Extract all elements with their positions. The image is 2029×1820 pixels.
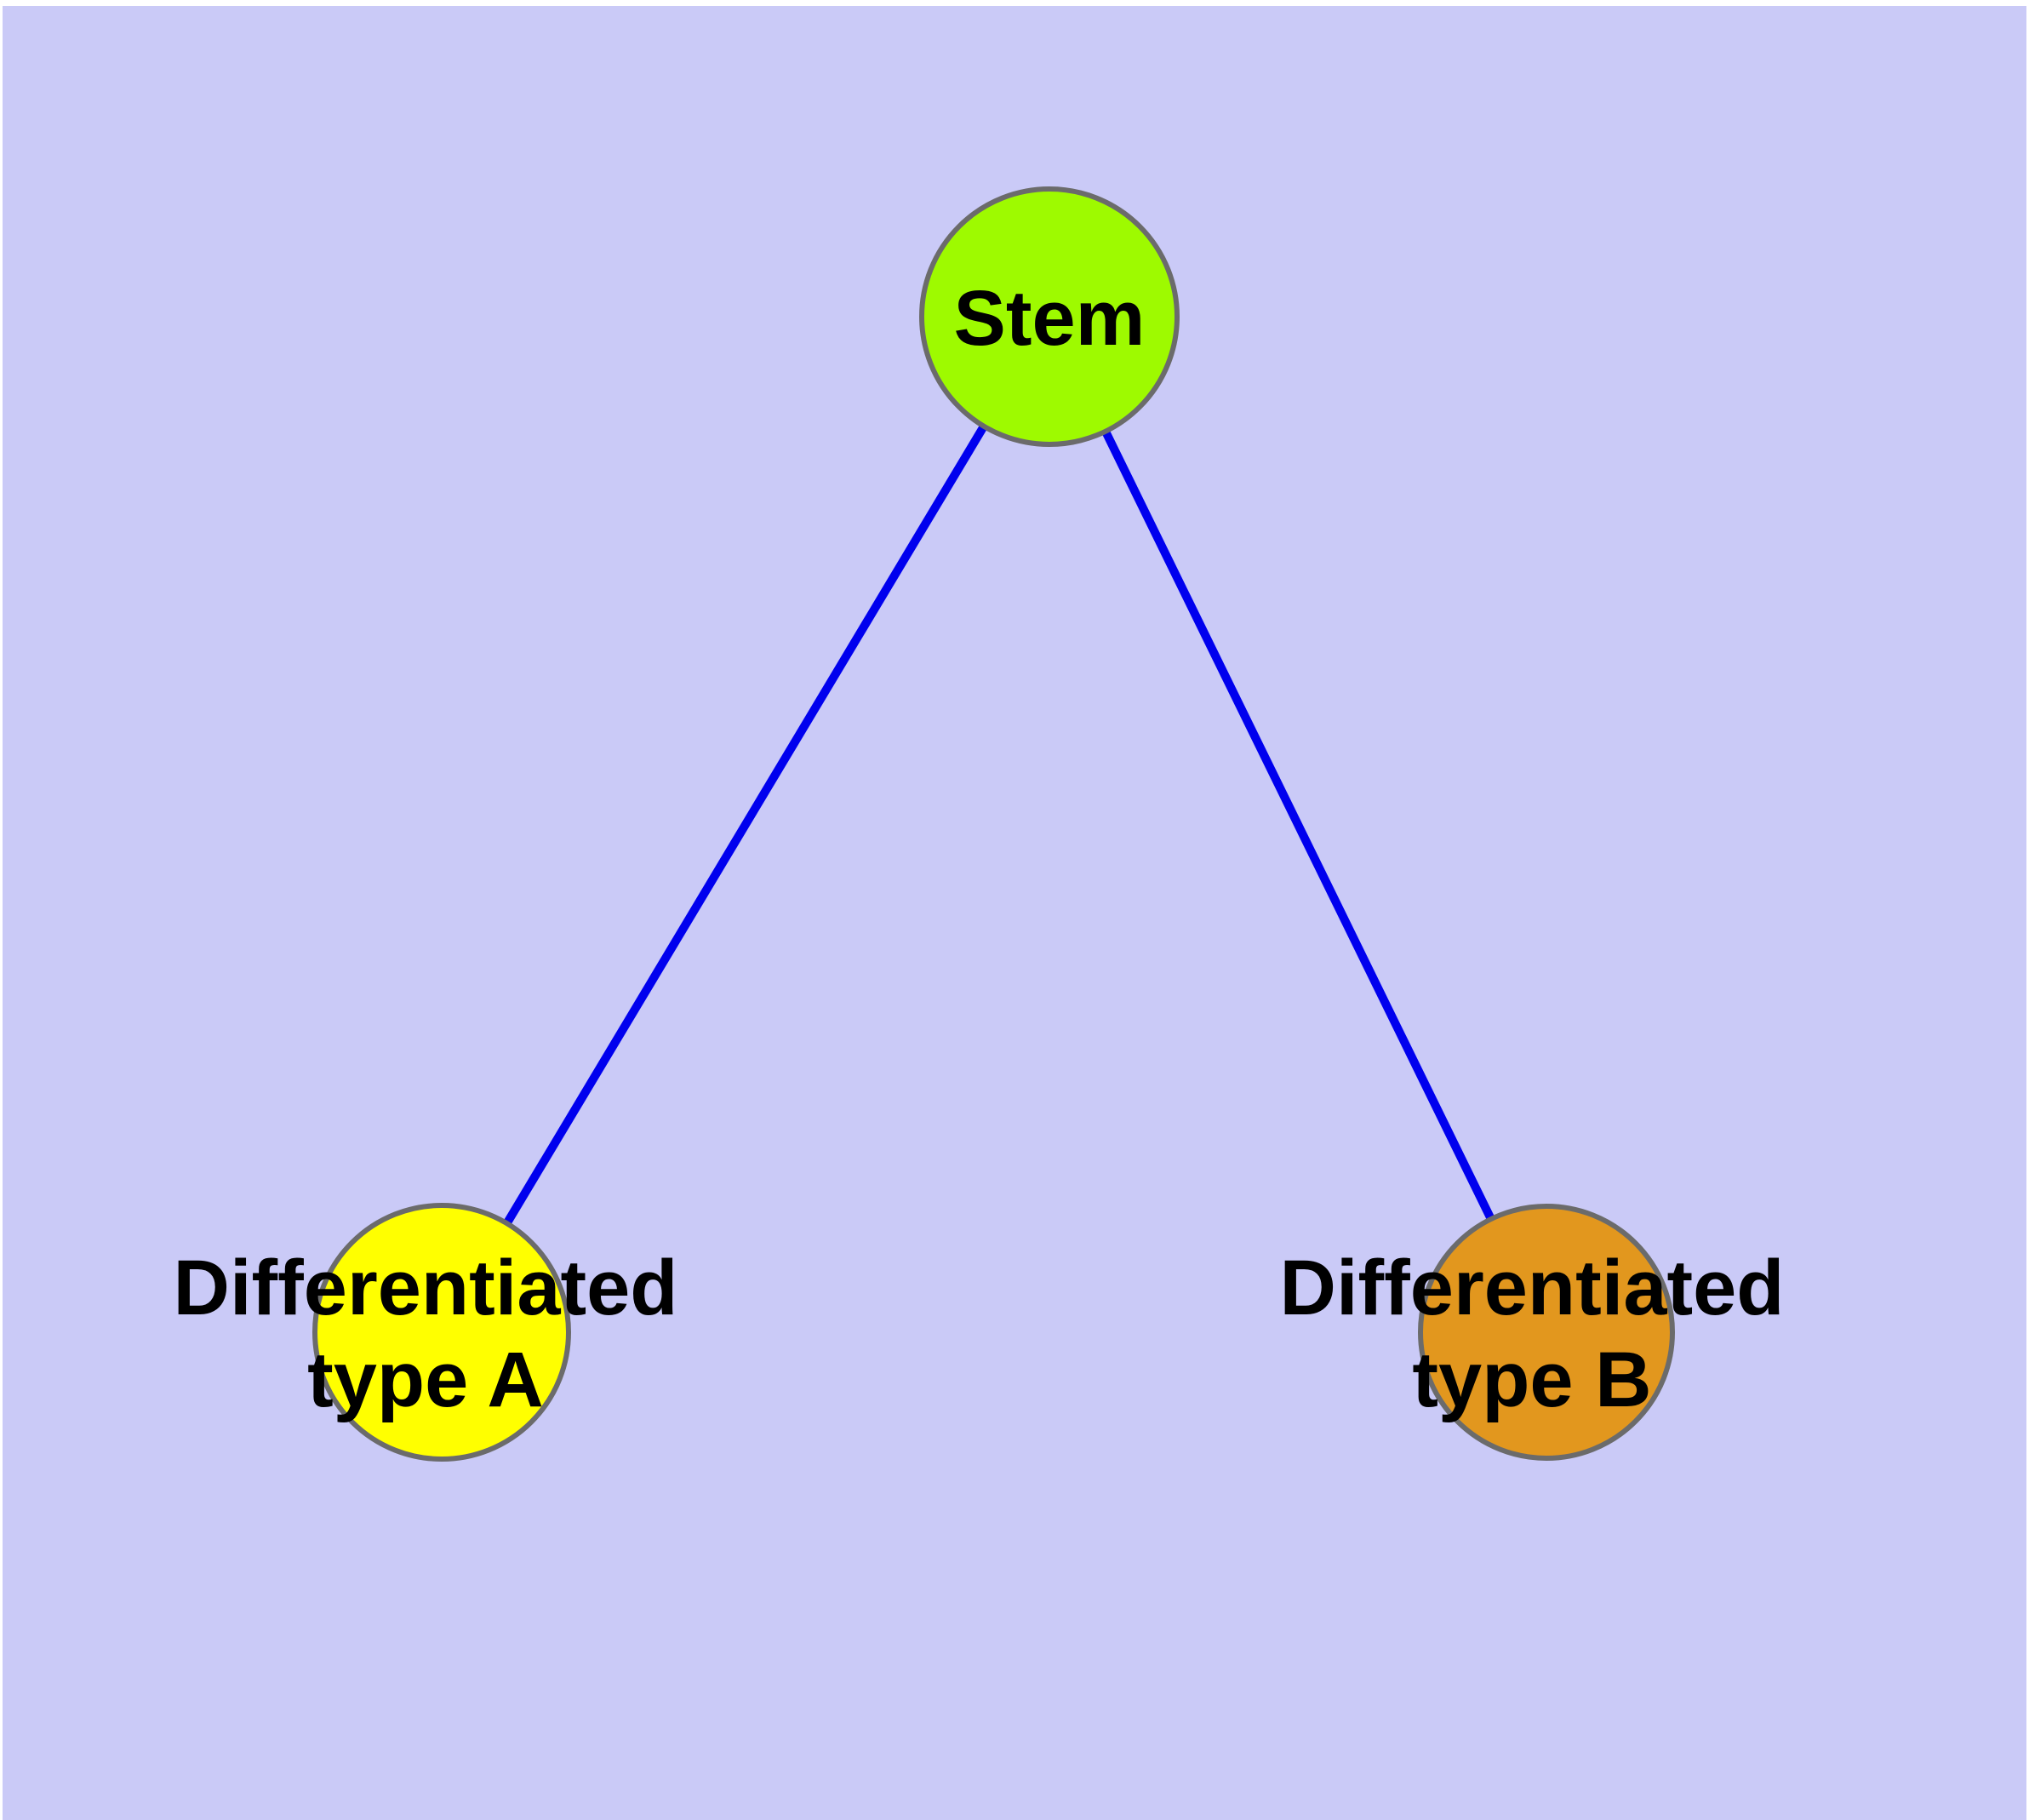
node-type-b-label-line1: Differentiated <box>1280 1245 1785 1331</box>
node-type-a-label-line1: Differentiated <box>174 1245 678 1331</box>
node-stem <box>919 186 1180 447</box>
node-type-b-label-line2: type B <box>1412 1336 1651 1423</box>
node-type-a-label-line2: type A <box>307 1336 544 1423</box>
node-differentiated-type-b <box>1418 1204 1675 1461</box>
node-stem-label: Stem <box>954 275 1146 362</box>
node-differentiated-type-a <box>312 1203 571 1462</box>
edge-stem-to-type-b <box>1045 314 1551 1335</box>
edge-stem-to-type-a <box>437 314 1054 1335</box>
